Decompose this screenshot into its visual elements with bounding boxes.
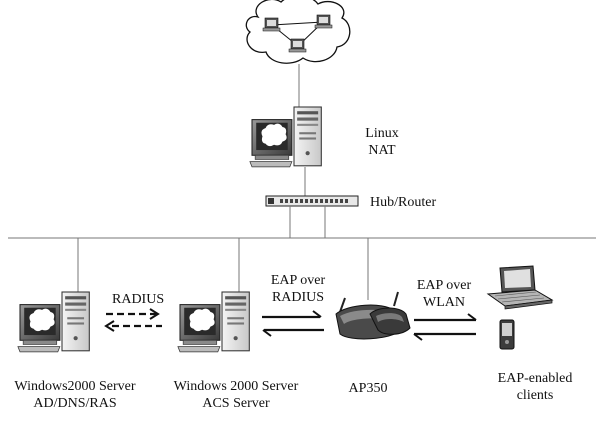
eap-over-radius-label: EAP over RADIUS (258, 272, 338, 306)
clients-label-line1: EAP-enabled (497, 371, 573, 386)
eap-wlan-arrows (413, 313, 477, 341)
cloud-node-icon (262, 17, 281, 32)
eap-over-radius-label-line2: RADIUS (271, 290, 325, 305)
hub-router-icon (265, 195, 359, 207)
eap-over-wlan-label-line1: EAP over (416, 278, 472, 293)
radius-label: RADIUS (112, 292, 165, 307)
eap-over-wlan-label-line2: WLAN (423, 295, 465, 310)
cloud-node-icon (288, 38, 307, 53)
server2-label-line1: Windows 2000 Server (173, 379, 299, 394)
server2-label: Windows 2000 Server ACS Server (156, 378, 316, 412)
windows-server-acs-icon (177, 291, 250, 353)
eap-over-radius-label-line1: EAP over (270, 273, 326, 288)
radius-arrows (104, 308, 162, 332)
eap-radius-arrows (262, 310, 324, 337)
cloud-node-icon (314, 14, 333, 29)
clients-label: EAP-enabled clients (490, 370, 580, 404)
linux-workstation-icon (249, 106, 322, 168)
server1-label-line1: Windows2000 Server (14, 379, 136, 394)
linux-nat-label: Linux NAT (352, 125, 412, 159)
clients-label-line2: clients (516, 388, 554, 403)
laptop-icon (486, 265, 554, 310)
windows-server-ad-icon (17, 291, 90, 353)
pda-icon (499, 319, 515, 350)
server1-label-line2: AD/DNS/RAS (33, 396, 117, 411)
linux-nat-label-line2: NAT (368, 143, 396, 158)
server2-label-line2: ACS Server (202, 396, 270, 411)
ap350-label: AP350 (348, 381, 388, 396)
access-point-icon (335, 291, 411, 340)
eap-over-wlan-label: EAP over WLAN (405, 277, 483, 311)
linux-nat-label-line1: Linux (365, 126, 399, 141)
server1-label: Windows2000 Server AD/DNS/RAS (0, 378, 150, 412)
internet-cloud-icon (245, 0, 351, 64)
hub-router-label: Hub/Router (370, 195, 437, 210)
